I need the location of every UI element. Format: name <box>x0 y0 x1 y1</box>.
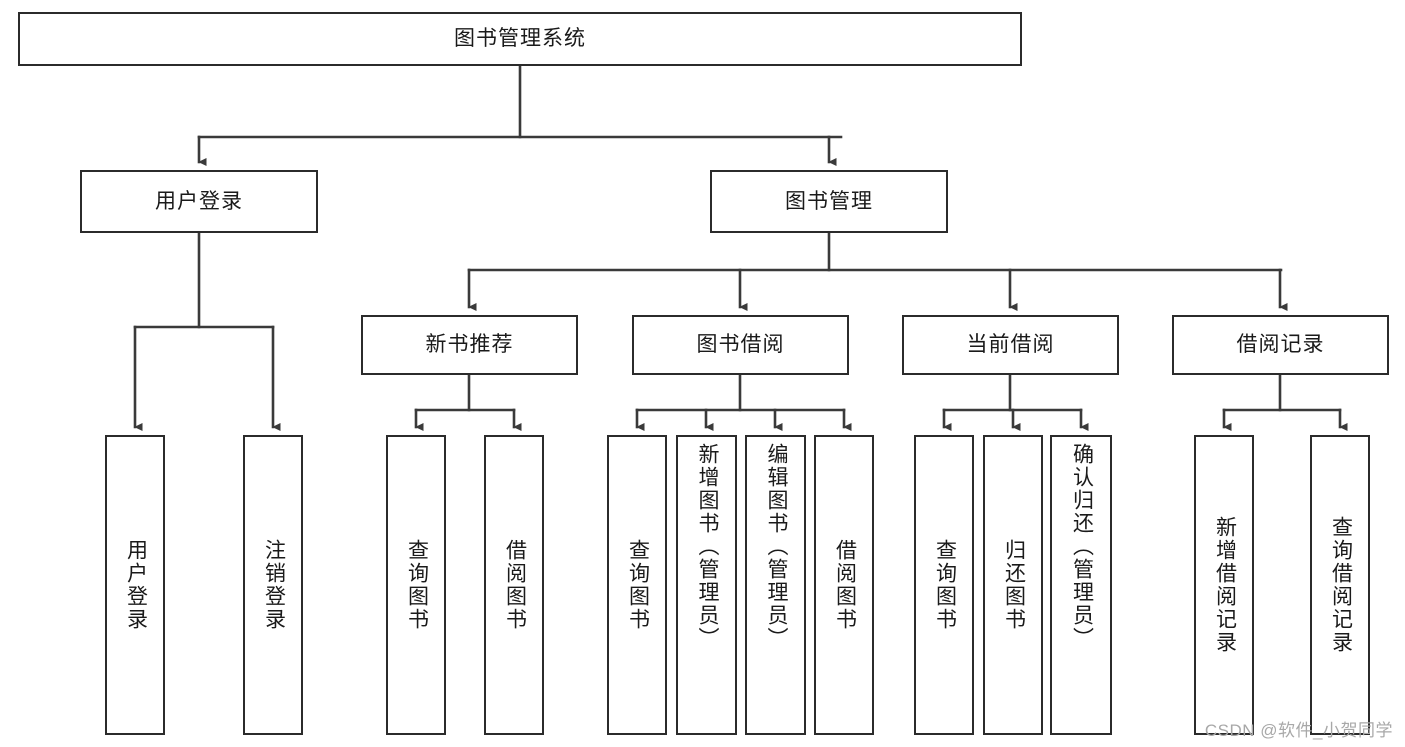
leaf-label: 新增借阅记录 <box>1213 516 1237 654</box>
leaf-node-borrow-book[interactable]: 借阅图书 <box>814 435 874 735</box>
leaf-node-edit-book-admin[interactable]: 编辑图书（管理员） <box>745 435 806 735</box>
leaf-node-borrow-book-recommend[interactable]: 借阅图书 <box>484 435 544 735</box>
node-book-borrow-label: 图书借阅 <box>696 333 785 357</box>
node-root-label: 图书管理系统 <box>454 27 586 51</box>
node-current-borrow[interactable]: 当前借阅 <box>902 315 1119 375</box>
leaf-label: 用户登录 <box>124 539 148 631</box>
leaf-label: 归还图书 <box>1002 539 1026 631</box>
node-new-book-recommend-label: 新书推荐 <box>425 333 514 357</box>
node-book-manage[interactable]: 图书管理 <box>710 170 948 233</box>
leaf-label: 注销登录 <box>262 539 286 631</box>
leaf-node-query-borrow-record[interactable]: 查询借阅记录 <box>1310 435 1370 735</box>
leaf-label: 借阅图书 <box>503 539 527 631</box>
leaf-label: 查询图书 <box>405 539 429 631</box>
leaf-label: 查询借阅记录 <box>1329 516 1353 654</box>
leaf-node-query-book-borrow[interactable]: 查询图书 <box>607 435 667 735</box>
leaf-node-add-borrow-record[interactable]: 新增借阅记录 <box>1194 435 1254 735</box>
leaf-node-query-book-current[interactable]: 查询图书 <box>914 435 974 735</box>
leaf-label: 新增图书（管理员） <box>695 443 719 650</box>
leaf-node-logout[interactable]: 注销登录 <box>243 435 303 735</box>
node-user-login[interactable]: 用户登录 <box>80 170 318 233</box>
node-borrow-record[interactable]: 借阅记录 <box>1172 315 1389 375</box>
node-borrow-record-label: 借阅记录 <box>1236 333 1325 357</box>
node-new-book-recommend[interactable]: 新书推荐 <box>361 315 578 375</box>
watermark-text: CSDN @软件_小贺同学 <box>1204 721 1393 740</box>
node-root-system[interactable]: 图书管理系统 <box>18 12 1022 66</box>
leaf-label: 确认归还（管理员） <box>1070 443 1094 650</box>
leaf-label: 查询图书 <box>626 539 650 631</box>
leaf-label: 借阅图书 <box>833 539 857 631</box>
leaf-label: 编辑图书（管理员） <box>764 443 788 650</box>
node-book-manage-label: 图书管理 <box>785 189 873 213</box>
leaf-node-user-login[interactable]: 用户登录 <box>105 435 165 735</box>
leaf-node-confirm-return-admin[interactable]: 确认归还（管理员） <box>1050 435 1112 735</box>
node-user-login-label: 用户登录 <box>155 189 243 213</box>
leaf-node-add-book-admin[interactable]: 新增图书（管理员） <box>676 435 737 735</box>
leaf-node-return-book[interactable]: 归还图书 <box>983 435 1043 735</box>
node-book-borrow[interactable]: 图书借阅 <box>632 315 849 375</box>
leaf-label: 查询图书 <box>933 539 957 631</box>
node-current-borrow-label: 当前借阅 <box>966 333 1055 357</box>
leaf-node-query-book-recommend[interactable]: 查询图书 <box>386 435 446 735</box>
